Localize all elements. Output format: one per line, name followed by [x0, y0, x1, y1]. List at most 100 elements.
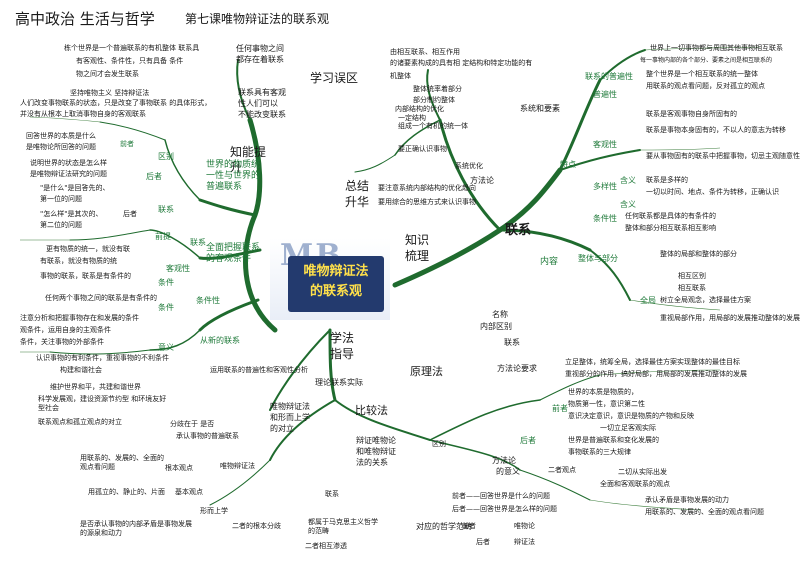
- right-top-6: 联系是事物本身固有的，不以人的意志为转移: [646, 126, 786, 134]
- hub-zongjie: 总结 升华: [345, 179, 370, 209]
- left-bottom-10: 用孤立的、静止的、片面: [88, 488, 165, 496]
- left-bottom-6: 承认事物的普遍联系: [176, 432, 239, 440]
- left-mid-12: 事物的联系，联系是有条件的: [40, 272, 131, 280]
- right-top-7: 联系是客观事物自身所固有的: [646, 110, 737, 118]
- bottom-mid-11: 对应的哲学范畴: [416, 522, 472, 531]
- right-bottom-1: 立足整体，统筹全局，选择最佳方案实现整体的最佳目标: [565, 358, 740, 366]
- mid-6: 部分制约整体: [413, 96, 455, 104]
- mid-3: 机整体: [390, 72, 411, 80]
- mid-4: 系统和要素: [520, 104, 560, 113]
- right-top-3: 整个世界是一个相互联系的统一整体: [646, 70, 758, 78]
- right-bottom-11: 全面和客观联系的观点: [600, 480, 670, 488]
- left-mid-10: 更有物质的统一，就没有联: [46, 245, 130, 253]
- logo-line-1: 唯物辩证法: [303, 264, 369, 279]
- right-bottom-5: 意识决定意识，意识是物质的产物和反映: [568, 412, 694, 420]
- mid-13: 方法论: [470, 176, 494, 185]
- right-top-11: 任何联系都是具体的有条件的: [625, 212, 716, 220]
- misc-hanyi-2: 含义: [620, 200, 636, 209]
- bottom-mid-9: 都属于马克思主义哲学的范畴: [308, 518, 378, 535]
- misc-neirong: 内容: [540, 257, 559, 267]
- left-mid-15: 观条件，运用自身的主观条件: [20, 326, 111, 334]
- bottom-mid-15: 辩证法: [514, 538, 535, 546]
- bottom-mid-17: 后者——回答世界是怎么样的问题: [452, 505, 557, 513]
- right-bottom-12: 承认矛盾是事物发展的动力: [645, 496, 729, 504]
- left-label-tiaojian: 条件: [158, 278, 174, 287]
- right-mid-6: 条件性: [593, 214, 617, 223]
- right-bottom-7: 世界是普遍联系和变化发展的: [568, 436, 659, 444]
- left-label-qubie: 区别: [158, 152, 174, 161]
- bottom-mid-1: 唯物辩证法: [270, 402, 310, 411]
- bottom-mid-6: 法的关系: [356, 458, 388, 467]
- right-bottom-13: 用联系的、发展的、全面的观点看问题: [645, 508, 764, 516]
- misc-fangfalun: 方法论: [492, 456, 516, 465]
- right-mid-12: 重视局部作用，用局部的发展推动整体的发展: [660, 314, 800, 322]
- left-label-qianzhe: 前者: [120, 140, 134, 148]
- left-label-tiaojianxing: 条件性: [196, 296, 220, 305]
- left-bottom-1: 运用联系的普遍性和客观性分析: [210, 366, 308, 374]
- left-mid-7: "怎么样"是其次的、: [40, 210, 103, 218]
- left-box-quanmian: 全面把握联系的客观条件: [206, 243, 261, 264]
- right-mid-1: 整体和部分相互联系相互影响: [625, 224, 716, 232]
- bottom-mid-5: 和唯物辩证: [356, 447, 396, 456]
- right-bottom-9: 二者观点: [548, 466, 576, 474]
- left-label-yiyi: 意义: [158, 343, 174, 352]
- left-bottom-5: 分歧在于 是否: [170, 420, 215, 428]
- bottom-mid-2: 和形而上学: [270, 413, 310, 422]
- bottom-mid-3: 的对立: [270, 424, 294, 433]
- misc-hanyi-1: 含义: [620, 176, 636, 185]
- right-bottom-3: 世界的本质是物质的，: [568, 388, 638, 396]
- left-mid-13: 任何两个事物之间的联系是有条件的: [45, 294, 157, 302]
- left-bottom-13: 基本观点: [175, 488, 203, 496]
- right-top-10: 一切以时间、地点、条件为转移，正确认识: [646, 188, 779, 196]
- bottom-mid-16: 前者——回答世界是什么的问题: [452, 492, 550, 500]
- bottom-mid-10: 二者相互渗透: [305, 542, 347, 550]
- left-mid-5: "是什么"是回答先的、: [40, 184, 110, 192]
- left-top-right-3: 联系具有客观: [238, 88, 286, 97]
- right-bottom-4: 物质第一性，意识第二性: [568, 400, 645, 408]
- left-mid-6: 第一位的问题: [40, 195, 82, 203]
- mid-9: 一定结构: [398, 114, 426, 122]
- bottom-mid-7: 区别: [432, 440, 446, 448]
- left-mid-17: 认识事物的有利条件，重视事物的不利条件: [36, 354, 169, 362]
- left-bottom-14: 形而上学: [200, 507, 228, 515]
- right-mid-7: 整体与部分: [578, 254, 618, 263]
- bottom-mid-14: 唯物论: [514, 522, 535, 530]
- left-mid-8: 后者: [123, 210, 137, 218]
- right-mid-2: 特点: [560, 160, 576, 169]
- right-top-5: 用联系的观点看问题，反对孤立的观点: [646, 82, 765, 90]
- bottom-mid-8: 联系: [325, 490, 339, 498]
- right-mid-11: 树立全局观念，选择最佳方案: [660, 296, 751, 304]
- mid-14: 要注意系统内部结构的优化趋向: [378, 184, 476, 192]
- mid-7: 内部结构的优化: [395, 105, 444, 113]
- lesson-title: 第七课唯物辩证法的联系观: [185, 12, 330, 26]
- right-bottom-8: 事物联系的三大规律: [568, 448, 631, 456]
- logo-line-2: 的联系观: [309, 284, 362, 299]
- left-bottom-4: 联系观点和孤立观点的对立: [38, 418, 122, 426]
- right-mid-3: 普遍性: [593, 90, 617, 99]
- page-title: 高中政治 生活与哲学: [15, 10, 155, 28]
- misc-neibu-qubie: 内部区别: [480, 322, 512, 331]
- misc-de-yiyi: 的意义: [496, 467, 520, 476]
- right-bottom-15: 后者: [520, 436, 536, 445]
- left-mid-9: 第二位的问题: [40, 221, 82, 229]
- hub-lilun-lianxi: 理论联系实际: [315, 378, 363, 387]
- misc-lianxi: 联系: [504, 338, 520, 347]
- right-mid-8: 相互区别: [678, 272, 706, 280]
- left-mid-14: 注意分析和把握事物存在和发展的条件: [20, 314, 139, 322]
- left-label-cong-xin: 从新的联系: [200, 336, 240, 345]
- left-mid-1: 回答世界的本质是什么: [26, 132, 96, 140]
- left-mid-18: 构建和谐社会: [60, 366, 102, 374]
- left-bottom-3: 科学发展观，建设资源节约型 和环境友好型社会: [38, 395, 167, 412]
- left-top-right-1: 任何事物之间: [236, 44, 284, 53]
- right-mid-10: 整体的局部和整体的部分: [660, 250, 737, 258]
- right-bottom-10: 二切从实际出发: [618, 468, 667, 476]
- left-top-line-2: 有客观性、条件性，只有具备 条件: [76, 57, 184, 65]
- left-bottom-11: 二者的根本分歧: [232, 522, 281, 530]
- right-mid-4: 客观性: [593, 140, 617, 149]
- left-bottom-9: 根本观点: [165, 464, 193, 472]
- left-bottom-8: 用联系的、发展的、全面的观点看问题: [80, 454, 164, 471]
- left-mid-2: 是唯物论所回答的问题: [26, 143, 96, 151]
- left-mid-3: 说明世界的状态是怎么样: [30, 159, 107, 167]
- mid-1: 由相互联系、相互作用: [390, 48, 460, 56]
